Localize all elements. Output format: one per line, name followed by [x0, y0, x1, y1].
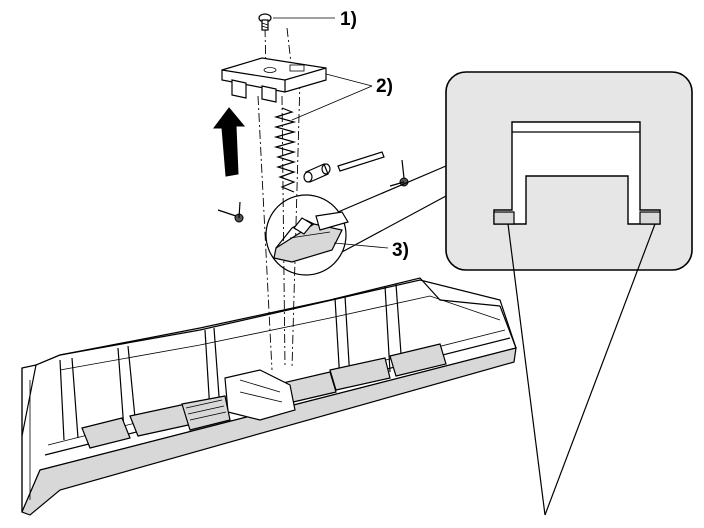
pin-part — [337, 151, 385, 172]
callout-leader-3 — [333, 242, 389, 249]
tab-pointer-lines — [507, 223, 656, 516]
callout-leader-2a — [325, 73, 373, 87]
zoom-connector — [337, 165, 447, 253]
detail-frame — [445, 71, 693, 271]
spring-part — [273, 107, 297, 193]
base-tray — [21, 277, 517, 516]
callout-label-3: 3) — [392, 240, 409, 261]
torsion-spring-right — [389, 159, 409, 187]
torsion-spring-left — [217, 201, 244, 223]
callout-label-2: 2) — [376, 76, 393, 97]
callout-label-1: 1) — [340, 9, 357, 30]
roller-part — [303, 163, 331, 183]
lever-detail-circle — [265, 194, 349, 276]
callout-leader-2b — [291, 85, 373, 121]
screw-part — [258, 13, 272, 31]
up-arrow-icon — [213, 107, 246, 177]
bracket-part — [221, 57, 327, 103]
